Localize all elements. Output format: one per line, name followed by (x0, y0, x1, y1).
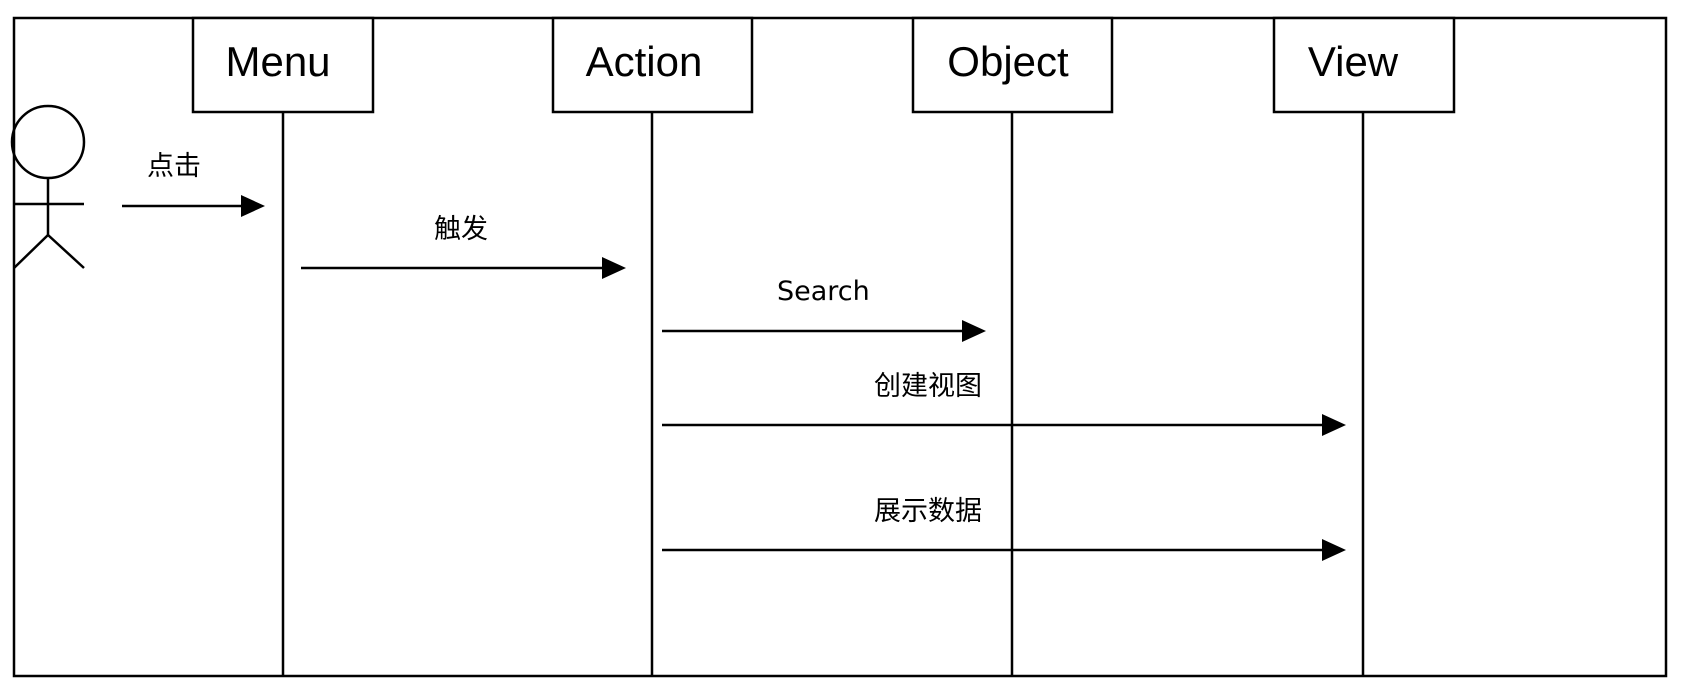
participant-box-view (1272, 16, 1456, 114)
message-search-label: Search (777, 276, 870, 307)
message-search-arrowhead (962, 320, 986, 342)
participant-menu: Menu (191, 16, 375, 114)
message-show-data-arrowhead (1322, 539, 1346, 561)
diagram-frame (12, 16, 1668, 678)
actor-icon (10, 104, 86, 269)
message-trigger: 触发 (301, 214, 626, 279)
participant-label-view: View (1308, 38, 1399, 85)
participant-object: Object (911, 16, 1114, 114)
participant-box-object (911, 16, 1114, 114)
message-show-data: 展示数据 (662, 496, 1346, 561)
actor-right-leg (47, 234, 85, 269)
participant-label-object: Object (947, 38, 1069, 85)
message-search: Search (662, 276, 986, 342)
participant-label-menu: Menu (225, 38, 330, 85)
actor-left-leg (13, 234, 49, 269)
participant-label-action: Action (586, 38, 703, 85)
participant-box-action (551, 16, 754, 114)
participant-view: View (1272, 16, 1456, 114)
message-click-label: 点击 (147, 151, 201, 182)
message-create-view-arrowhead (1322, 414, 1346, 436)
participant-action: Action (551, 16, 754, 114)
message-click-arrowhead (241, 195, 265, 217)
message-create-view-label: 创建视图 (874, 371, 982, 402)
message-trigger-arrowhead (602, 257, 626, 279)
message-trigger-label: 触发 (434, 214, 488, 245)
participant-box-menu (191, 16, 375, 114)
message-click: 点击 (122, 151, 265, 217)
message-create-view: 创建视图 (662, 371, 1346, 436)
message-show-data-label: 展示数据 (874, 496, 982, 527)
